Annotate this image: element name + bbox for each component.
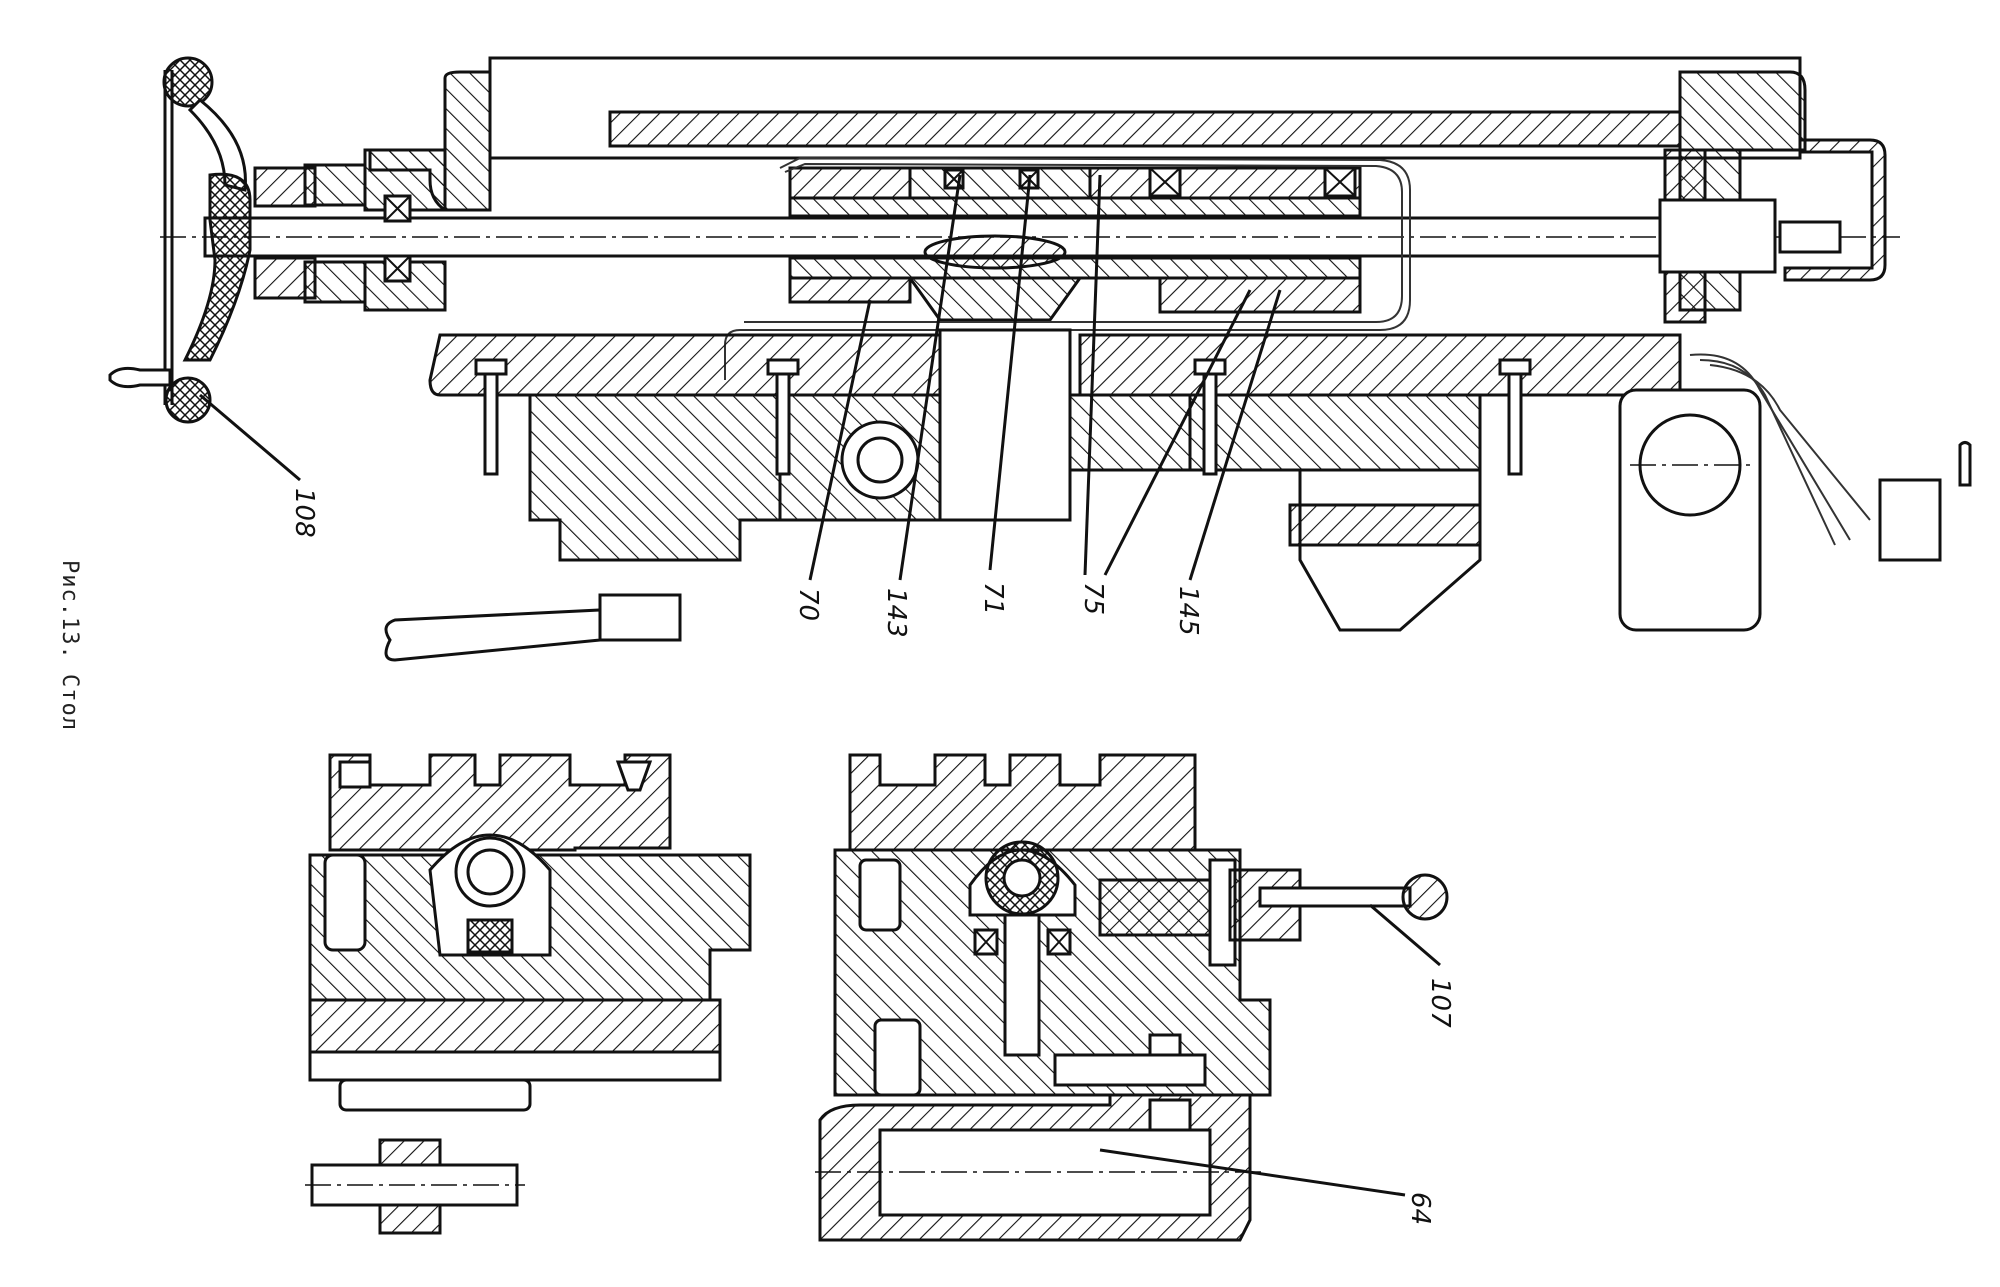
right-end-block (1678, 70, 1807, 152)
leader-145 (1188, 289, 1282, 581)
feed-lever-rod[interactable] (1258, 886, 1412, 908)
table-top-wall (608, 110, 1682, 148)
callout-143: 143 (881, 588, 911, 638)
nut-right-upper (1088, 166, 1362, 200)
saddle-right-upper (1078, 333, 1682, 397)
right-lower-pocket (873, 1018, 922, 1097)
callout-71: 71 (978, 582, 1008, 615)
left-nut-bearing (466, 918, 514, 954)
v-groove (615, 760, 653, 792)
leader-75 (1103, 289, 1252, 576)
nut-center-upper (908, 166, 1092, 200)
callout-75: 75 (1078, 582, 1108, 615)
tslot-1 (338, 760, 372, 789)
leader-108 (199, 393, 301, 482)
cross-section-left (305, 753, 752, 1235)
cable-bundle (1689, 353, 1851, 541)
left-table-top (328, 753, 672, 852)
shaft-collar (1148, 1098, 1192, 1132)
shaft-key (1148, 1033, 1182, 1057)
callout-145: 145 (1173, 586, 1203, 636)
leader-64 (1099, 1148, 1406, 1197)
handwheel[interactable] (108, 56, 252, 424)
longitudinal-section: 108 70 143 71 75 145 (108, 56, 1972, 662)
handwheel-handle[interactable] (108, 366, 172, 389)
feed-lever-knob[interactable] (1401, 873, 1449, 921)
left-lower-gear-bottom (378, 1203, 442, 1235)
nut-left-lower (788, 276, 912, 304)
right-shaft-end (1658, 198, 1777, 274)
bevel-gear-housing (907, 276, 1083, 322)
leader-143 (898, 174, 962, 581)
leader-71b (1083, 174, 1102, 576)
nut-left-upper (788, 166, 912, 200)
left-lower-cover (338, 1078, 532, 1112)
leader-107 (1369, 903, 1441, 967)
saddle-left-upper (428, 333, 1002, 397)
saddle-left-body (528, 393, 782, 562)
clamp-lever-hub (598, 593, 682, 642)
cross-section-right: 107 64 (815, 753, 1455, 1242)
figure-caption: Рис.13. Стол (57, 560, 82, 731)
nut-sleeve-upper (788, 196, 1362, 218)
left-gib (308, 1050, 722, 1082)
right-gear-housing (1158, 276, 1362, 314)
right-shaft-key (1778, 220, 1842, 254)
callout-64: 64 (1405, 1192, 1435, 1225)
left-lower-gear-top (378, 1138, 442, 1167)
micro-switch (1878, 478, 1942, 562)
callout-108: 108 (289, 488, 319, 538)
left-nut-lower (303, 260, 367, 304)
vertical-shaft (1003, 913, 1041, 1057)
bolts (474, 358, 1532, 476)
oil-pipe-2 (744, 162, 1403, 323)
switch-pin (1958, 441, 1972, 487)
feed-box-bracket (1298, 468, 1482, 632)
feed-box-flange (1288, 503, 1482, 547)
left-way (308, 998, 722, 1054)
clamp-lever[interactable] (384, 608, 602, 662)
leader-70 (808, 299, 872, 581)
callout-70: 70 (793, 588, 823, 621)
leader-71 (988, 174, 1032, 571)
right-table-top (848, 753, 1197, 852)
left-nut-upper (303, 163, 367, 207)
handwheel-hub (182, 172, 252, 362)
horizontal-shaft (1053, 1053, 1207, 1087)
nut-sleeve-lower (788, 256, 1362, 280)
callout-107: 107 (1425, 978, 1455, 1028)
lever-mechanism-block (1098, 878, 1212, 937)
right-end-cover (1783, 138, 1887, 282)
worm-gear (923, 234, 1067, 270)
right-oil-pocket (858, 858, 902, 932)
left-screw-inner (466, 848, 514, 896)
saddle-right-body (1188, 393, 1482, 472)
left-oil-pocket (323, 853, 367, 952)
